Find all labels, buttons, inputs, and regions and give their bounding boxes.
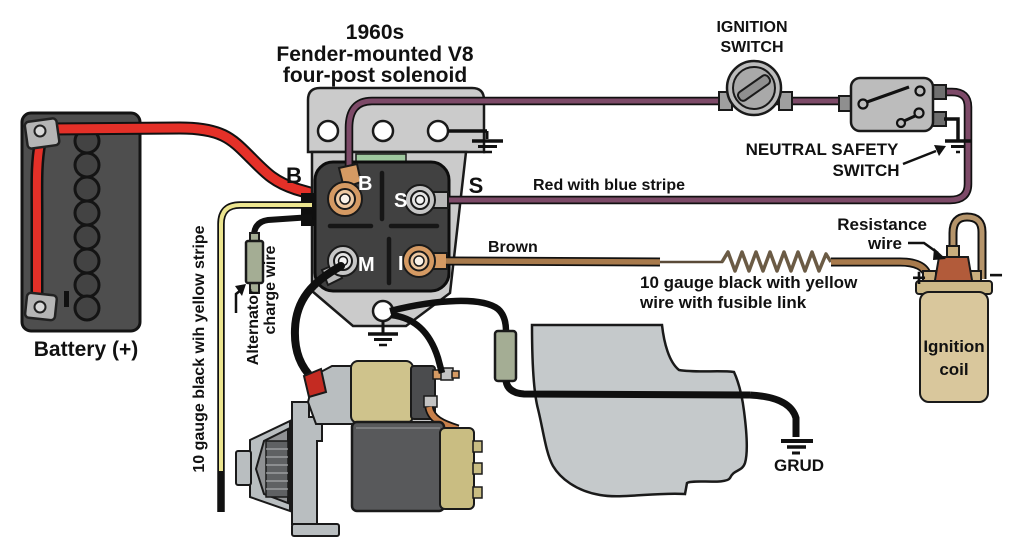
wire-brown — [445, 256, 723, 267]
ignition-switch — [718, 59, 793, 117]
solenoid-grooves — [327, 170, 440, 286]
wire-red-blue-stripe-return — [446, 87, 973, 205]
battery-side-cable — [30, 141, 47, 296]
battery-negative-mark — [64, 291, 69, 307]
ignition-switch-label-line1: IGNITION — [716, 19, 787, 36]
starter-solenoid-cylinder — [350, 360, 414, 424]
starter-foot — [291, 523, 340, 537]
wire-to-grud — [749, 391, 800, 437]
alternator-inline-connector — [244, 239, 265, 285]
ignition-coil — [915, 212, 993, 403]
post-m-label: M — [358, 254, 375, 276]
title-line2: Fender-mounted V8 — [276, 43, 474, 66]
wire-b-to-ignition-switch — [344, 96, 842, 174]
wire-hole-to-fusible-link — [389, 297, 510, 332]
solenoid-mounting-holes — [316, 119, 450, 143]
starter-main-cylinder — [350, 420, 446, 513]
coil-body — [919, 291, 989, 403]
nss-label-line2: SWITCH — [832, 161, 899, 180]
resistance-label-line1: Resistance — [837, 215, 927, 234]
title-line1: 1960s — [346, 21, 404, 44]
starter-cable-terminal — [302, 367, 328, 399]
wire-hole-to-starter-stud — [390, 311, 446, 374]
battery-to-solenoid-cable — [43, 121, 341, 207]
grud-ground-symbol — [781, 439, 813, 455]
ext-s-label: S — [469, 173, 484, 198]
alternator-label-line1: Alternator — [245, 289, 262, 365]
brown-label: Brown — [488, 239, 538, 256]
red-blue-stripe-label: Red with blue stripe — [533, 177, 685, 194]
diagram-title: 1960s Fender-mounted V8 four-post soleno… — [276, 21, 474, 87]
battery-cell-caps — [73, 127, 101, 322]
wire-m-to-starter — [290, 262, 345, 383]
wire-alternator-charge — [244, 214, 313, 294]
ignition-switch-label-line2: SWITCH — [720, 39, 783, 56]
ext-b-label: B — [286, 163, 302, 188]
post-i-label: I — [398, 253, 404, 275]
post-b-label: B — [358, 173, 372, 195]
post-s-terminal — [404, 184, 449, 216]
nss-arrow — [902, 145, 946, 166]
alternator-arrow — [234, 284, 246, 313]
solenoid-bottom-ground-symbol — [368, 321, 398, 347]
fusible-label-line2: wire with fusible link — [639, 293, 807, 312]
starter-end-cap — [439, 427, 475, 510]
resistance-arrow — [908, 241, 946, 260]
battery-top-clamp — [23, 117, 61, 150]
fusible-label-line1: 10 gauge black with yellow — [640, 273, 858, 292]
nss-label-line1: NEUTRAL SAFETY — [746, 140, 899, 159]
fusible-link-component — [493, 329, 518, 383]
yellow-stripe-label: 10 gauge black wih yellow stripe — [191, 225, 208, 472]
engine-block — [530, 323, 749, 498]
coil-loop-wire — [950, 214, 985, 279]
battery-label: Battery (+) — [34, 338, 138, 361]
coil-minus-label: − — [989, 262, 1003, 289]
solenoid-side-connector-block — [301, 193, 316, 226]
ignition-key-slot — [736, 74, 772, 102]
resistance-label-line2: wire — [867, 234, 902, 253]
battery-bottom-clamp — [23, 291, 59, 322]
grud-label: GRUD — [774, 456, 824, 475]
neutral-safety-switch — [838, 76, 947, 133]
battery — [20, 111, 142, 333]
starter-motor — [235, 360, 483, 537]
solenoid-top-ground-symbol — [448, 129, 503, 154]
wire-engine-ground — [502, 380, 751, 399]
nss-ground-symbol — [944, 117, 971, 154]
alternator-label-line2: charge wire — [262, 245, 279, 334]
starter-nose — [235, 450, 252, 486]
post-b-terminal — [327, 162, 363, 217]
coil-label-line1: Ignition — [923, 337, 984, 356]
wire-yellow-stripe — [217, 201, 312, 512]
coil-plus-label: + — [912, 265, 926, 292]
title-line3: four-post solenoid — [283, 64, 467, 87]
coil-label-line2: coil — [939, 360, 968, 379]
resistance-wire-zigzag — [720, 250, 833, 273]
post-s-label: S — [394, 190, 407, 212]
post-i-terminal — [402, 244, 448, 278]
